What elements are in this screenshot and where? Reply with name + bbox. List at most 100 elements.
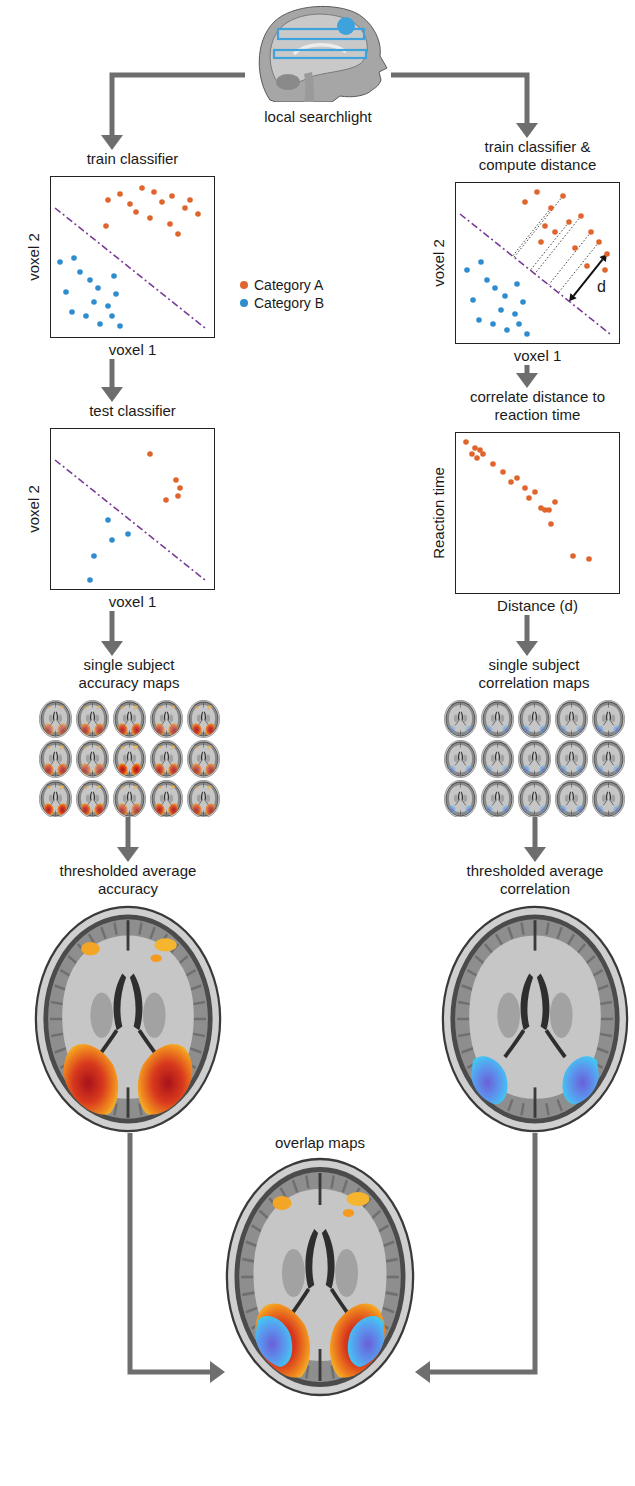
accuracy-blob [154,938,177,951]
gyrus [59,784,61,786]
gyrus [462,986,473,990]
gyrus [532,743,533,745]
data-point [542,223,548,229]
gyrus [565,705,566,707]
gyrus [569,813,570,815]
gyrus [492,744,494,746]
deep-nucleus [86,795,90,803]
gyrus [215,801,217,802]
gyrus [485,713,487,715]
gyrus [540,745,541,747]
correlation-blob [465,765,471,773]
deep-nucleus [49,795,53,803]
gyrus [545,711,547,712]
ventricle [458,711,460,721]
accuracy-blob [97,786,101,788]
scalp [555,700,587,737]
ventricle [529,761,532,765]
gyrus [610,703,611,705]
gyrus [141,761,143,762]
gyrus [606,743,607,745]
gyrus [67,756,69,757]
gyrus [501,772,503,774]
gyrus [154,763,156,765]
deep-nucleus [197,795,201,803]
gyrus [246,1308,258,1312]
gyrus [600,747,601,749]
accuracy-blob [118,763,128,775]
gyrus [67,716,69,717]
deep-nucleus [565,795,569,803]
gyrus [559,803,561,805]
scalp [150,780,182,817]
data-point [472,445,478,451]
gyrus [485,763,487,765]
gyrus [55,1048,66,1052]
correlation-blob [523,805,529,813]
gyrus [597,986,608,990]
decision-boundary [55,208,205,328]
subject-brain [444,780,476,817]
gyrus [545,803,547,805]
gyrus [51,1002,63,1004]
gyrus [486,751,488,752]
gyrus [540,705,541,707]
ventricle [455,761,458,765]
gyrus [133,744,135,746]
subject-brain [39,740,71,777]
gyrus [503,785,504,787]
gyrus [117,763,119,765]
accuracy-blob [208,706,212,708]
gyrus [546,801,548,802]
correlation-blob [449,725,455,733]
data-point [586,556,592,562]
gyrus [509,796,511,797]
fissure [534,703,535,708]
fissure [534,810,535,815]
gyrus [103,723,105,725]
gyrus [153,799,155,800]
gyrus [175,749,177,750]
gyrus [596,723,598,725]
data-point [133,209,139,215]
scalp [481,700,513,737]
accuracy-blob [171,786,175,788]
gyrus [448,753,450,755]
gyrus [560,791,562,792]
skull [446,782,476,817]
gyrus [462,783,463,785]
gyrus [116,716,118,717]
gyrus [449,711,451,712]
gyrus [528,705,529,707]
gyrus [558,721,560,722]
legend: Category ACategory B [240,276,324,312]
gyrus [177,791,179,792]
accuracy-blob [96,748,98,749]
gyrus [546,796,548,797]
gyrus [464,744,466,746]
scalp [481,740,513,777]
fissure [571,810,572,815]
gyrus [471,753,473,755]
gyrus [603,812,605,814]
gyrus [610,743,611,745]
deep-nucleus [169,755,173,763]
fissure [129,770,130,775]
deep-nucleus [132,795,136,803]
gyrus [104,759,106,760]
ventricle [498,791,500,801]
distance-line [549,232,591,285]
gyrus [215,721,217,722]
deep-nucleus [197,755,201,763]
ventricle [573,721,576,725]
gyrus [542,707,543,709]
data-point [175,493,181,499]
gyrus [499,813,500,815]
ventricle [569,711,571,721]
gyrus [545,753,547,755]
accuracy-blob [118,723,128,735]
deep-nucleus [574,755,578,763]
distance-label: d [597,278,606,296]
gyrus [447,801,449,802]
data-point [87,577,93,583]
